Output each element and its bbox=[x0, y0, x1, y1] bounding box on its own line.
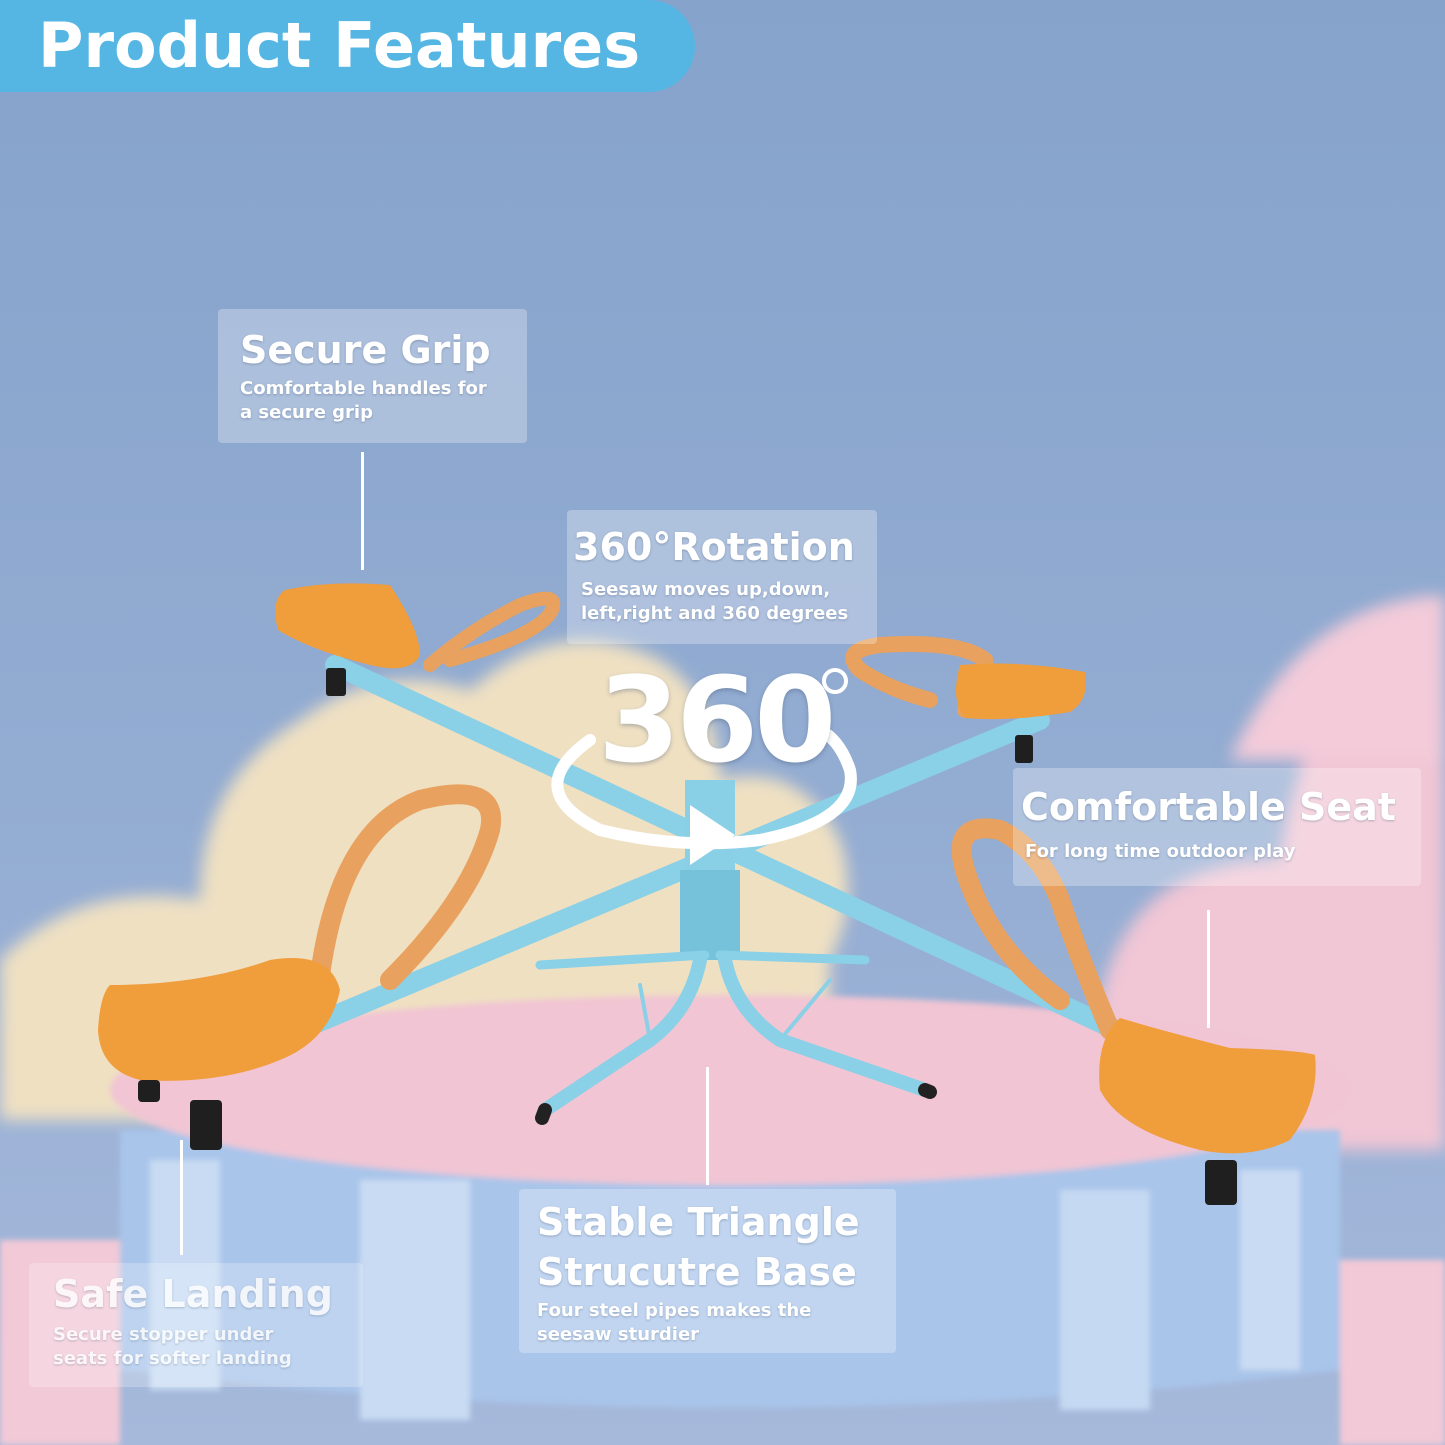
callout-safe-landing: Safe Landing Secure stopper under seats … bbox=[29, 1263, 363, 1387]
callout-description: Four steel pipes makes the seesaw sturdi… bbox=[537, 1300, 812, 1345]
handle bbox=[310, 784, 502, 990]
callout-title: 360°Rotation bbox=[573, 525, 855, 569]
connector-line bbox=[180, 1140, 183, 1255]
callout-comfortable-seat: Comfortable Seat For long time outdoor p… bbox=[1013, 768, 1421, 886]
page-title: Product Features bbox=[0, 0, 695, 92]
callout-secure-grip: Secure Grip Comfortable handles for a se… bbox=[218, 309, 527, 443]
callout-description: Secure stopper under seats for softer la… bbox=[53, 1324, 292, 1369]
callout-title: Safe Landing bbox=[53, 1272, 333, 1316]
callout-description: Seesaw moves up,down, left,right and 360… bbox=[581, 579, 849, 624]
pink-cloud bbox=[1100, 595, 1445, 1150]
seesaw bbox=[98, 583, 1316, 1205]
callout-title: Stable Triangle Strucutre Base bbox=[537, 1200, 860, 1294]
seat bbox=[275, 583, 420, 669]
seat bbox=[98, 958, 340, 1081]
connector-line bbox=[361, 452, 364, 570]
frame-bar-b bbox=[290, 710, 1050, 1040]
rotation-arrow bbox=[551, 724, 857, 850]
stopper bbox=[1205, 1160, 1237, 1205]
callout-description: For long time outdoor play bbox=[1025, 841, 1296, 862]
base-leg bbox=[535, 950, 710, 970]
callout-title: Comfortable Seat bbox=[1021, 785, 1396, 829]
callout-rotation: 360°Rotation Seesaw moves up,down, left,… bbox=[567, 510, 877, 644]
seat bbox=[956, 663, 1086, 720]
connector-line bbox=[706, 1067, 709, 1185]
callout-description: Comfortable handles for a secure grip bbox=[240, 378, 487, 423]
callout-title: Secure Grip bbox=[240, 328, 491, 372]
handle bbox=[951, 818, 1120, 1040]
connector-line bbox=[1207, 910, 1210, 1028]
rotation-badge: 360 bbox=[598, 651, 836, 789]
seat bbox=[1099, 1018, 1316, 1154]
rotation-arrowhead bbox=[690, 805, 735, 865]
callout-stable-base: Stable Triangle Strucutre Base Four stee… bbox=[519, 1189, 896, 1353]
handle bbox=[423, 591, 561, 672]
base-leg bbox=[718, 953, 932, 1097]
base-leg bbox=[715, 950, 870, 965]
platform bbox=[0, 995, 1445, 1445]
stopper bbox=[326, 668, 346, 696]
stopper bbox=[190, 1100, 222, 1150]
degree-icon bbox=[822, 668, 848, 694]
stopper bbox=[1015, 735, 1033, 763]
